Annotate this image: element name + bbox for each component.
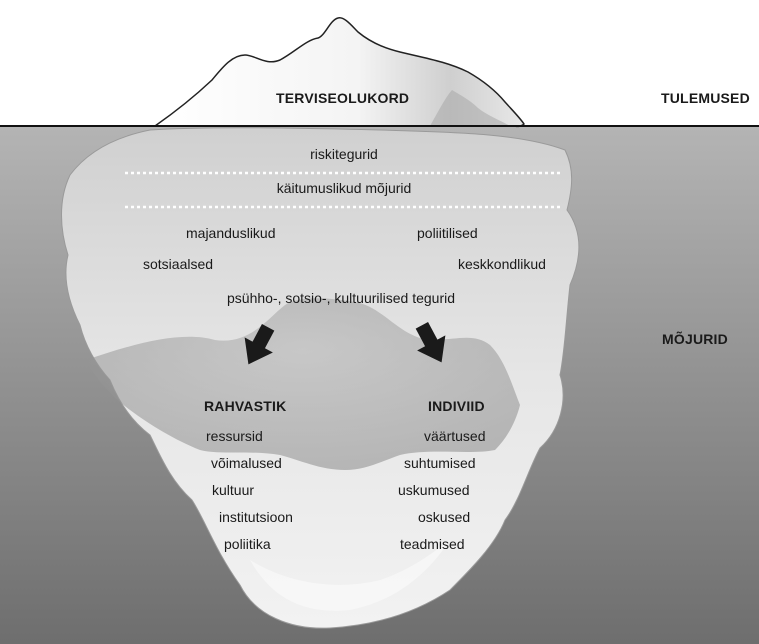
factor-social: sotsiaalsed: [143, 256, 214, 272]
ice-highlight: [250, 540, 450, 611]
tip-shading: [430, 90, 510, 126]
population-item: kultuur: [212, 482, 255, 498]
individual-item: uskumused: [398, 482, 470, 498]
population-item: poliitika: [224, 536, 271, 552]
individual-heading: INDIVIID: [428, 398, 485, 414]
population-heading: RAHVASTIK: [204, 398, 287, 414]
layer-behavioral-factors: käitumuslikud mõjurid: [276, 180, 412, 196]
layer-risk-factors: riskitegurid: [310, 146, 378, 162]
individual-item: suhtumised: [404, 455, 476, 471]
iceberg-cavity: [86, 298, 520, 470]
outcomes-label: TULEMUSED: [661, 90, 750, 106]
individual-item: väärtused: [424, 428, 486, 444]
combined-factors: psühho-, sotsio-, kultuurilised tegurid: [226, 290, 456, 306]
factor-environmental: keskkondlikud: [458, 256, 546, 272]
population-item: ressursid: [206, 428, 263, 444]
population-item: institutsioon: [219, 509, 293, 525]
influences-label: MÕJURID: [662, 331, 728, 347]
arrow-to-population: [244, 323, 275, 365]
factor-economic: majanduslikud: [186, 225, 276, 241]
iceberg-tip: [152, 17, 525, 128]
individual-item: oskused: [418, 509, 471, 525]
tip-label: TERVISEOLUKORD: [276, 90, 410, 106]
arrow-to-individual: [415, 321, 446, 363]
individual-item: teadmised: [400, 536, 465, 552]
factor-political: poliitilised: [417, 225, 478, 241]
population-item: võimalused: [211, 455, 282, 471]
